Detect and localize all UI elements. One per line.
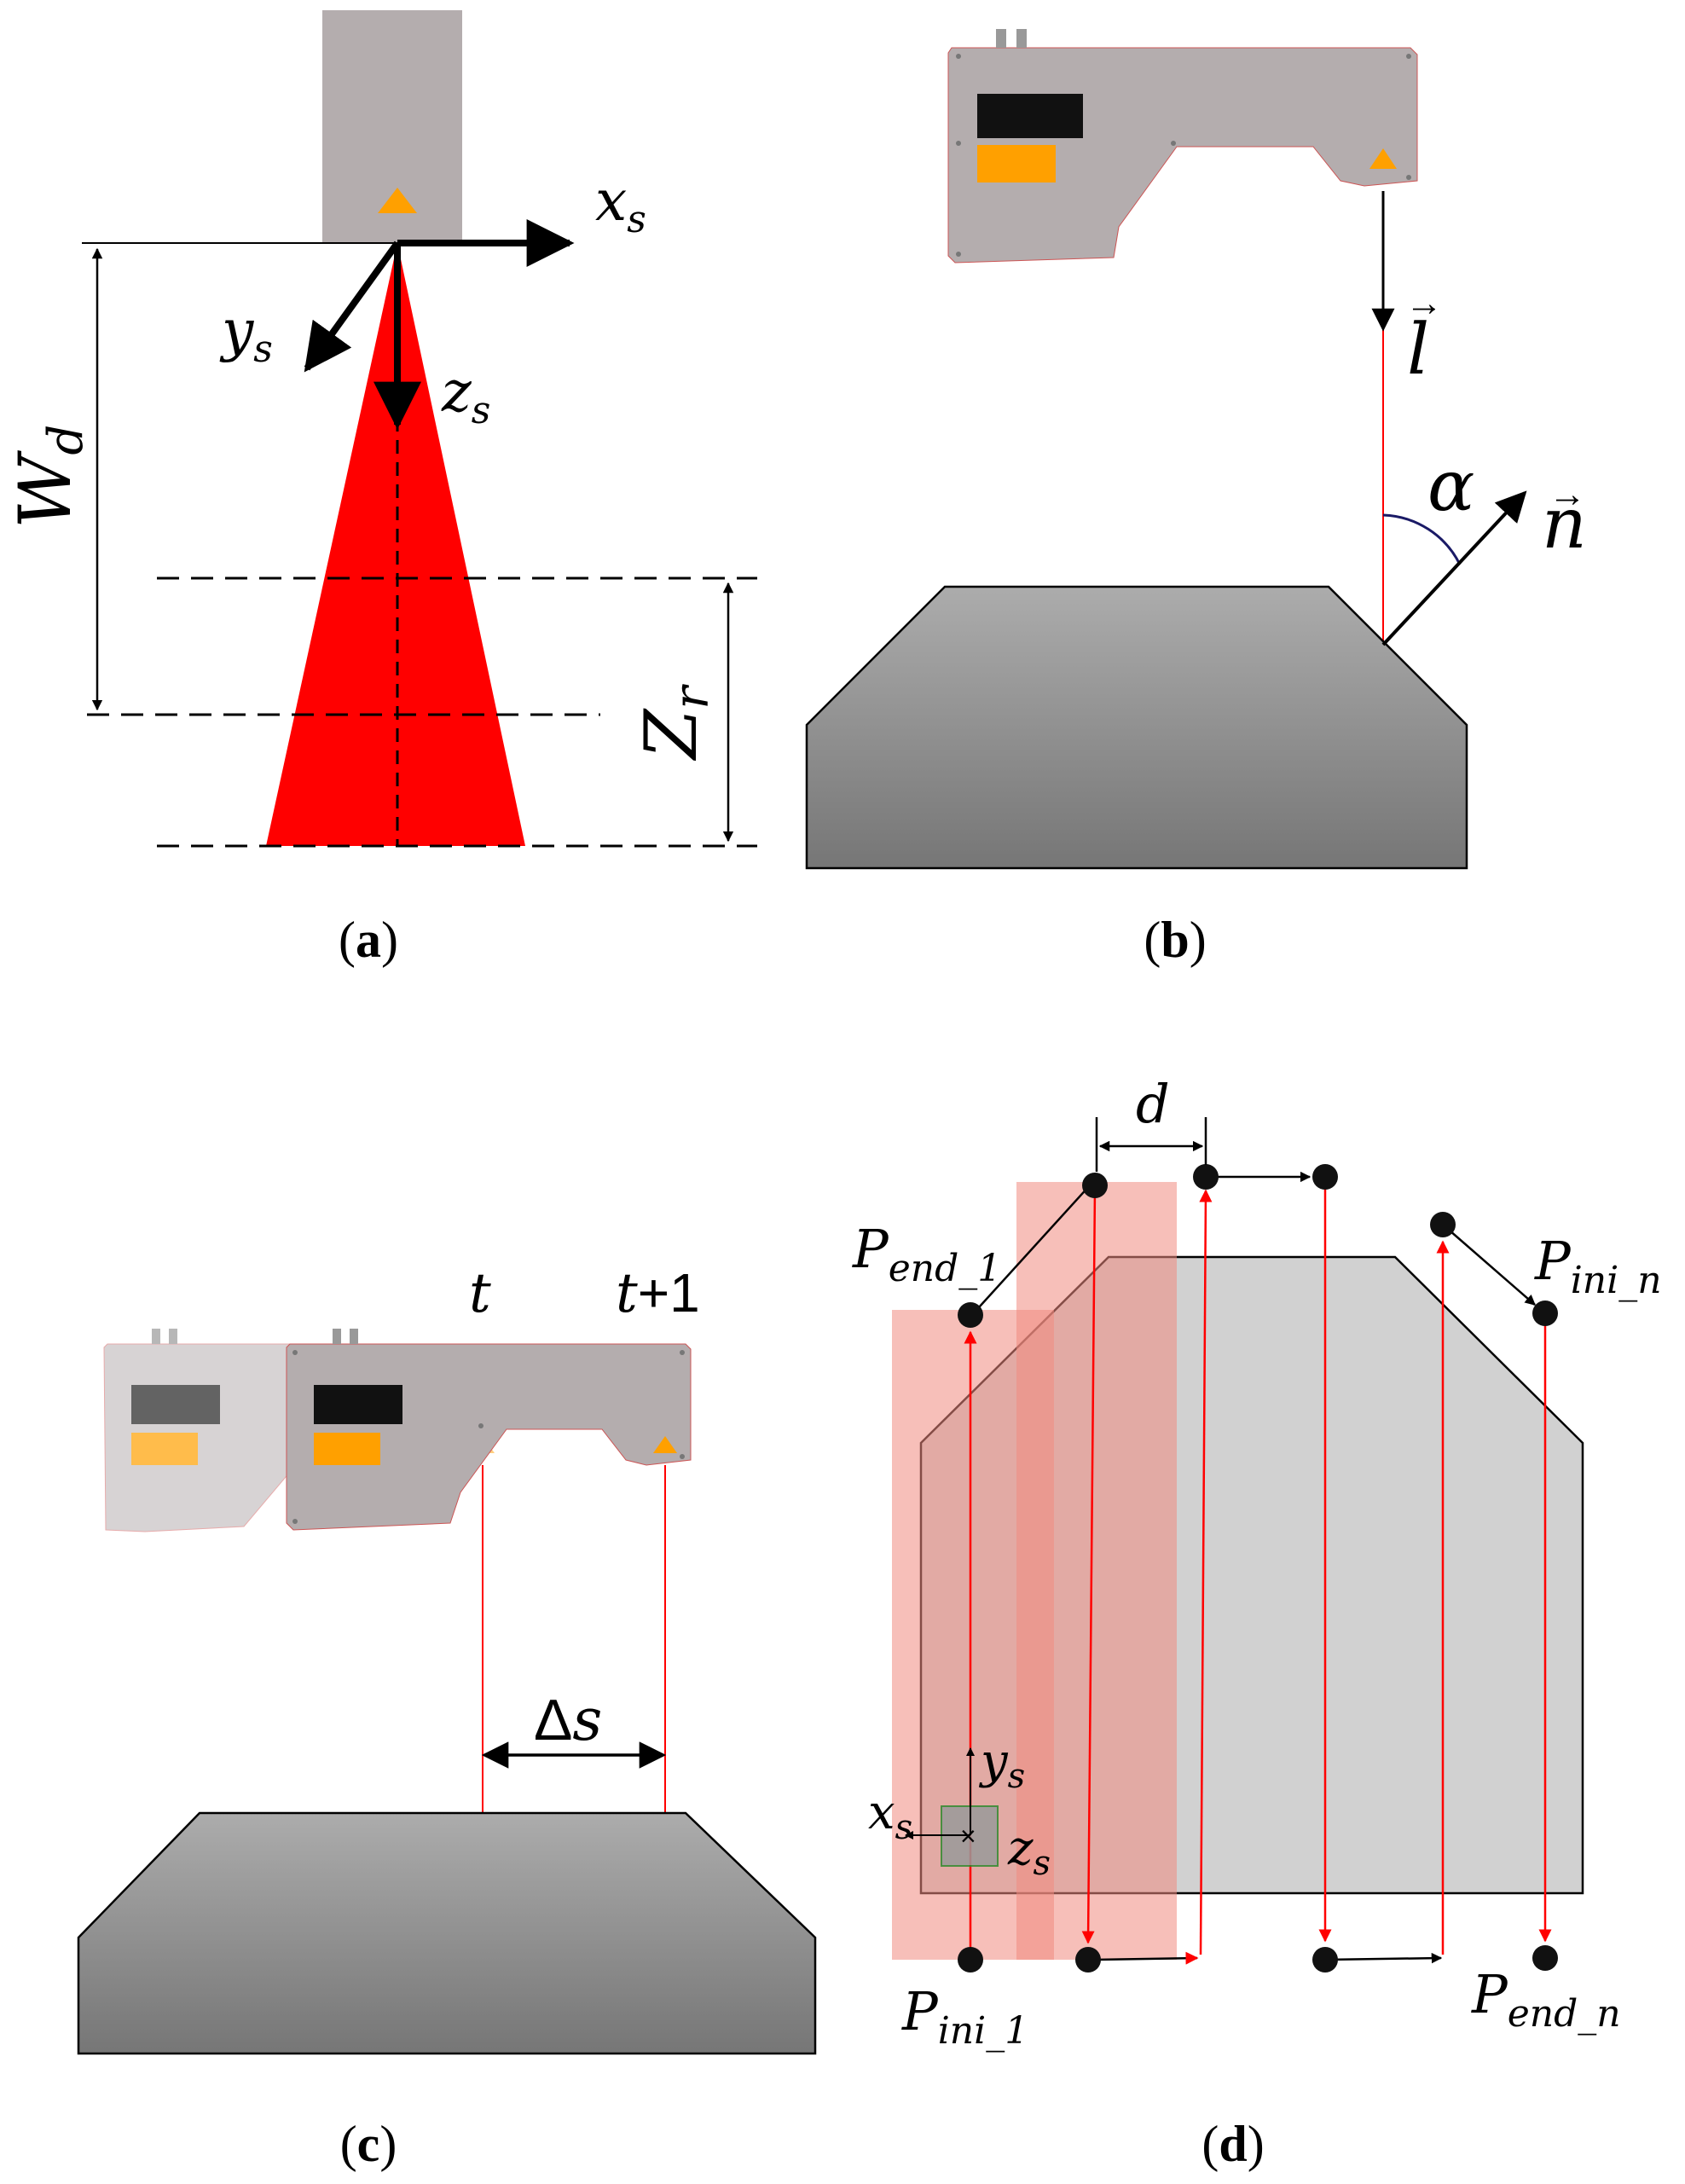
label-d: d: [1136, 1073, 1170, 1135]
label-z-s: zs: [441, 359, 490, 432]
label-frame-y-s: ys: [978, 1734, 1025, 1796]
label-x-s: xs: [595, 168, 646, 241]
label-l-vector: l: [1407, 310, 1429, 391]
laser-fan: [266, 243, 525, 846]
point-end-n: [1532, 1945, 1558, 1971]
laser-profile-sensor-icon: [947, 29, 1418, 264]
point-4-top: [1312, 1164, 1338, 1190]
label-t-plus-1: t+1: [616, 1262, 700, 1325]
l-vector-arrow-glyph: →: [1405, 282, 1443, 324]
scan-line-3-up: [1199, 1189, 1213, 1955]
scan-connector-2: [1094, 1951, 1199, 1965]
caption-a: (a): [339, 912, 398, 968]
point-2-top: [1082, 1173, 1108, 1198]
y-axis-arrow: [304, 240, 401, 373]
label-n-vector: n: [1542, 484, 1587, 565]
caption-b: (b): [1144, 912, 1206, 968]
label-y-s: ys: [219, 298, 273, 371]
label-z-r: Zr: [629, 684, 720, 762]
panel-a: xs ys zs Wd Zr (a): [3, 10, 757, 968]
point-4-bottom: [1312, 1947, 1338, 1973]
caption-c: (c): [340, 2116, 397, 2172]
label-alpha: α: [1427, 446, 1474, 527]
scan-connector-4: [1324, 1952, 1443, 1964]
panel-d: × d Pend_1 Pini_n Pini_1 Pend_n ys xs zs…: [852, 1073, 1662, 2172]
point-2-bottom: [1075, 1947, 1101, 1973]
triangle-marker-icon: [653, 1436, 677, 1453]
label-delta-s: Δs: [534, 1687, 602, 1754]
label-frame-z-s: zs: [1007, 1821, 1051, 1883]
workpiece-b: [805, 585, 1468, 870]
n-vector-arrow-glyph: →: [1549, 473, 1586, 515]
label-p-ini-n: Pini_n: [1534, 1230, 1662, 1302]
label-p-ini-1: Pini_1: [901, 1980, 1028, 2053]
label-t: t: [469, 1262, 491, 1325]
point-3-top: [1193, 1164, 1219, 1190]
panel-c: t t+1 Δs (c): [77, 1262, 817, 2172]
label-p-end-1: Pend_1: [852, 1218, 1001, 1290]
point-ini-1: [958, 1947, 983, 1973]
scan-band-2: [1016, 1182, 1177, 1960]
scan-connector-5: [1442, 1224, 1536, 1306]
scan-connector-1: [970, 1185, 1091, 1318]
workpiece-c: [77, 1811, 817, 2055]
label-p-end-n: Pend_n: [1471, 1963, 1621, 2036]
scan-line-2-down: [1081, 1186, 1097, 1944]
frame-z-axis-into-page: ×: [960, 1821, 976, 1851]
point-5-top: [1430, 1212, 1456, 1237]
triangle-marker-icon: [378, 188, 417, 213]
point-end-1: [958, 1302, 983, 1328]
laser-profile-sensor-icon: [286, 1329, 692, 1531]
normal-arrow: [1381, 490, 1527, 646]
label-w-d: Wd: [3, 425, 94, 529]
label-frame-x-s: xs: [868, 1785, 912, 1847]
panel-b: l → n → α (b): [805, 29, 1587, 968]
caption-d: (d): [1202, 2116, 1264, 2172]
angle-arc: [1382, 513, 1462, 565]
point-ini-n: [1532, 1301, 1558, 1326]
triangle-marker-icon: [1369, 148, 1397, 169]
